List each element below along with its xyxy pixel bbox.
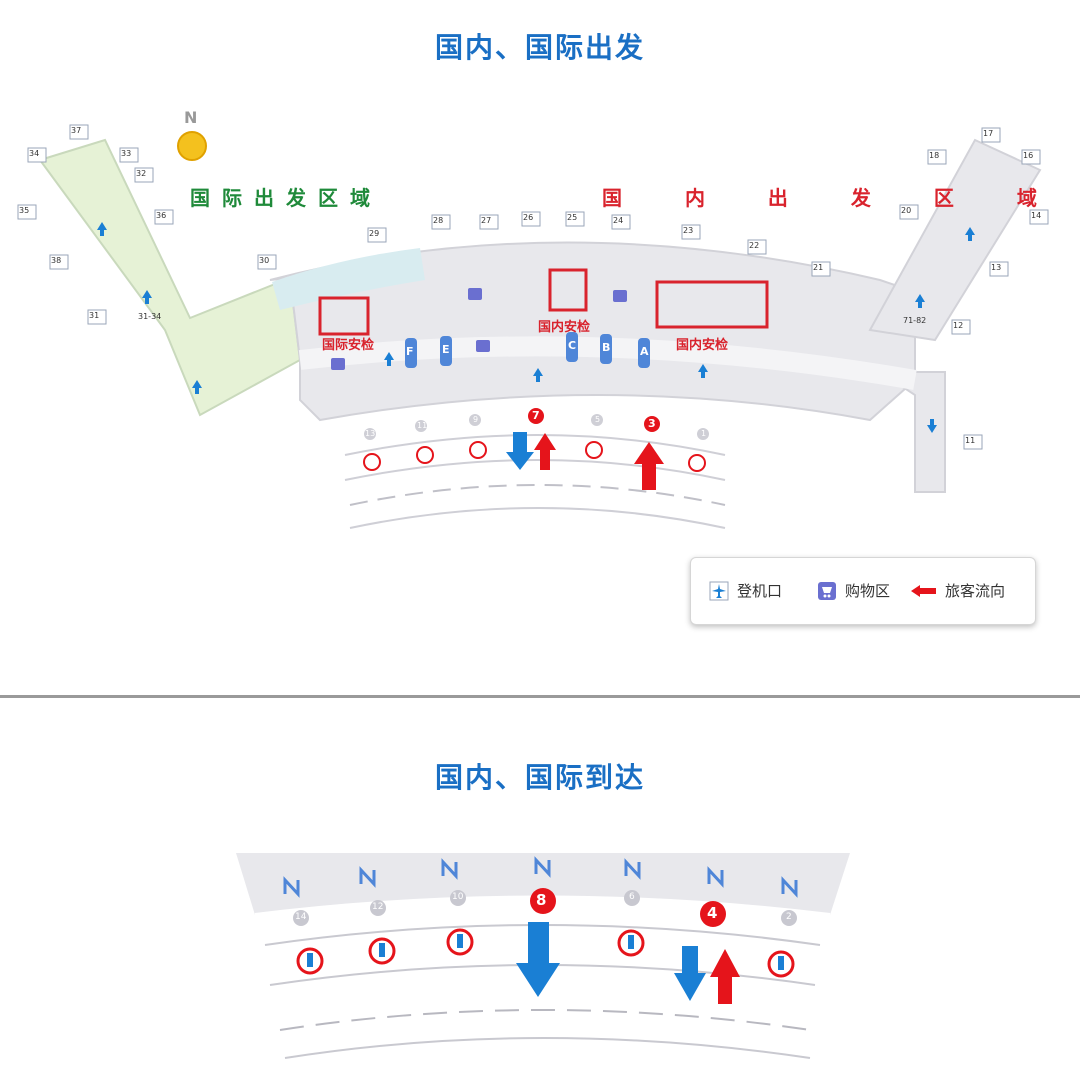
compass-label: N [184,108,198,127]
flow-arrow-icon [911,584,936,597]
gate-16: 16 [1023,151,1034,160]
gate-21: 21 [813,263,824,272]
gate-31-34: 31-34 [138,312,162,321]
security-label-dom-1: 国内安检 [538,320,591,335]
gate-11: 11 [965,436,976,445]
section-divider [0,695,1080,698]
departure-road-lane-2 [344,459,726,481]
flow-arrow-up-red [710,949,740,1004]
arrival-door-2: 2 [786,912,792,922]
arrival-entrance-number-4: 4 [707,904,718,922]
arrival-entrance-number-8: 8 [536,891,547,909]
security-label-intl: 国际安检 [322,338,375,353]
entrance-marker-8 [530,888,556,914]
gate-34: 34 [29,149,40,158]
arrival-road-lane-4 [284,1037,811,1059]
door-number-1: 1 [701,429,707,438]
legend-shop-label: 购物区 [845,582,891,600]
gate-23: 23 [683,226,694,235]
departure-road-lane-4 [349,507,726,529]
entrance-marker-4 [700,901,726,927]
arrival-door-10: 10 [452,892,464,902]
flow-arrow-up-red [534,433,556,470]
counter-C: C [568,339,577,352]
intl-walkway [272,248,425,310]
door-number-9: 9 [473,415,479,424]
dom-security-box-2 [655,280,769,329]
counter-A: A [640,345,649,358]
entrance-number-7: 7 [532,409,540,422]
gate-29: 29 [369,229,380,238]
arrival-title: 国内、国际到达 [434,761,645,794]
flow-arrow-down-blue-large [516,922,560,997]
legend-gate: 登机口 [709,580,782,601]
departure-road-lane-1 [344,434,726,456]
gate-38: 38 [51,256,62,265]
gate-12: 12 [953,321,964,330]
legend: 登机口 购物区 旅客流向 [690,557,1036,625]
legend-flow: 旅客流向 [911,580,1005,601]
counter-F: F [406,345,414,358]
door-number-11: 11 [417,421,428,430]
gate-30: 30 [259,256,270,265]
zone-domestic-label: 国 内 出 发 区 域 [602,186,1065,210]
shopping-cart-icon [818,581,836,600]
gate-13: 13 [991,263,1002,272]
arrival-door-6: 6 [629,892,635,902]
east-pier [868,138,1042,342]
flow-arrow-up-red-large [634,442,664,490]
gate-25: 25 [567,213,578,222]
main-terminal [269,241,916,422]
arrival-door-14: 14 [295,912,307,922]
gate-20: 20 [901,206,912,215]
gate-14: 14 [1031,211,1042,220]
departure-title: 国内、国际出发 [434,31,645,64]
gate-33: 33 [121,149,132,158]
gate-28: 28 [433,216,444,225]
entrance-marker-7 [528,408,544,424]
zone-international-label: 国际出发区域 [190,186,382,210]
gate-22: 22 [749,241,760,250]
gate-17: 17 [983,129,994,138]
gate-24: 24 [613,216,624,225]
entrance-marker-3 [644,416,660,432]
gate-37: 37 [71,126,82,135]
gate-26: 26 [523,213,534,222]
flow-arrow-down-blue [506,432,534,470]
gate-32: 32 [136,169,147,178]
gate-27: 27 [481,216,492,225]
entrance-number-3: 3 [648,417,656,430]
arrival-door-12: 12 [372,902,384,912]
door-number-5: 5 [595,415,601,424]
security-label-dom-2: 国内安检 [676,338,729,353]
legend-flow-label: 旅客流向 [945,582,1006,600]
door-number-13: 13 [365,429,376,438]
dom-security-box-1 [548,268,588,312]
gate-31: 31 [89,311,100,320]
plane-icon [709,581,729,600]
flow-arrow-down-blue [674,946,706,1001]
intl-security-box [318,296,370,336]
legend-shop: 购物区 [817,580,890,601]
gate-36: 36 [156,211,167,220]
arrival-building [236,853,850,915]
counter-E: E [442,343,450,356]
counter-B: B [602,341,611,354]
gate-18: 18 [929,151,940,160]
arrival-road-lane-3 [279,1009,811,1031]
gate-35: 35 [19,206,30,215]
east-connector [876,371,946,493]
gate-71-82: 71-82 [903,316,927,325]
legend-gate-label: 登机口 [737,582,783,600]
departure-map [17,124,1049,529]
